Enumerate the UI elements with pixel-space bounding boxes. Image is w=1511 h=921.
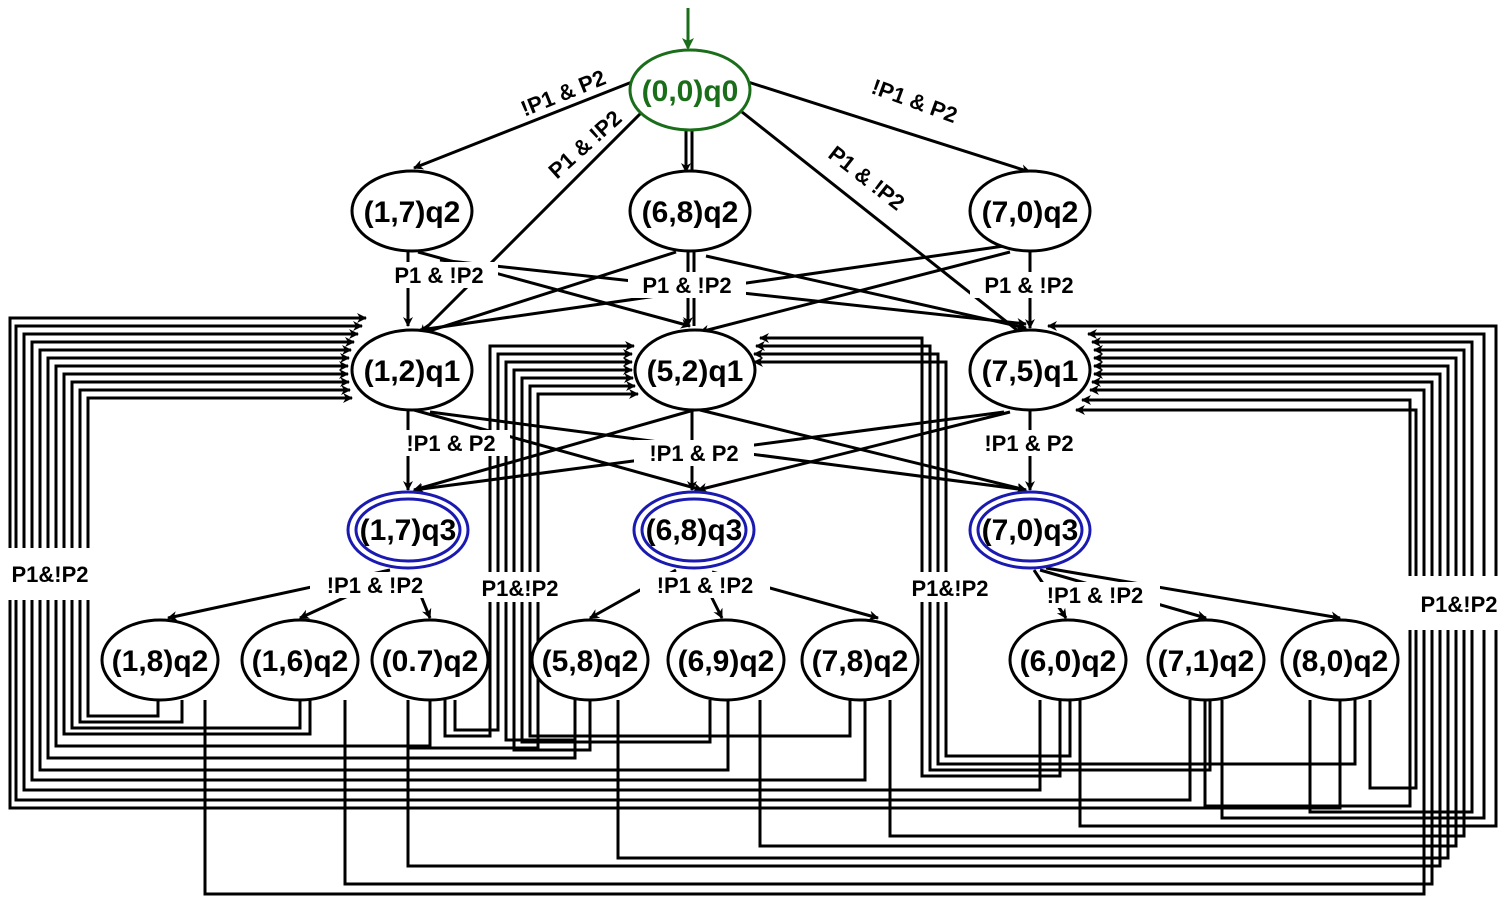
node-69q2: (6,9)q2 <box>666 618 786 702</box>
edge-label: !P1 & P2 <box>517 65 609 122</box>
node-label: (0.7)q2 <box>382 645 479 678</box>
node-label: (1,8)q2 <box>112 645 209 678</box>
node-label: (5,2)q1 <box>647 355 744 388</box>
node-78q2: (7,8)q2 <box>800 618 920 702</box>
node-17q2: (1,7)q2 <box>350 169 474 253</box>
node-label: (6,9)q2 <box>678 645 775 678</box>
node-07q2: (0.7)q2 <box>370 618 490 702</box>
node-80q2: (8,0)q2 <box>1280 618 1400 702</box>
node-label: (6,8)q3 <box>646 514 743 547</box>
edge-label: !P1 & !P2 <box>327 573 424 598</box>
node-label: (5,8)q2 <box>542 645 639 678</box>
edge-label: !P1 & P2 <box>649 441 738 466</box>
node-58q2: (5,8)q2 <box>530 618 650 702</box>
node-label: (1,7)q3 <box>360 514 457 547</box>
edge-label: P1&!P2 <box>11 562 88 587</box>
edge-labels: !P1 & P2 P1 & !P2 !P1 & P2 P1 & !P2 P1 &… <box>0 65 1511 630</box>
node-52q1: (5,2)q1 <box>633 328 757 412</box>
node-12q1: (1,2)q1 <box>350 328 474 412</box>
node-label: (7,1)q2 <box>1158 645 1255 678</box>
node-70q3: (7,0)q3 <box>968 490 1092 570</box>
node-label: (0,0)q0 <box>642 75 739 108</box>
node-label: (7,8)q2 <box>812 645 909 678</box>
edge-label: P1 & !P2 <box>543 105 626 183</box>
loop-wires <box>8 313 1498 896</box>
node-68q3: (6,8)q3 <box>632 490 756 570</box>
node-label: (6,8)q2 <box>642 196 739 229</box>
edge-label: !P1 & P2 <box>868 74 960 128</box>
edge-label: !P1 & P2 <box>984 431 1073 456</box>
edge-label: !P1 & P2 <box>406 431 495 456</box>
edge-label: P1 & !P2 <box>824 141 910 216</box>
node-label: (1,2)q1 <box>364 355 461 388</box>
edge-label: !P1 & !P2 <box>1047 583 1144 608</box>
node-00q0: (0,0)q0 <box>628 48 752 132</box>
node-75q1: (7,5)q1 <box>968 328 1092 412</box>
node-label: (7,0)q2 <box>982 196 1079 229</box>
node-18q2: (1,8)q2 <box>100 618 220 702</box>
node-label: (6,0)q2 <box>1020 645 1117 678</box>
node-70q2: (7,0)q2 <box>968 169 1092 253</box>
node-16q2: (1,6)q2 <box>240 618 360 702</box>
node-label: (7,5)q1 <box>982 355 1079 388</box>
edge-label: P1&!P2 <box>911 576 988 601</box>
edge-label: P1 & !P2 <box>394 263 483 288</box>
node-71q2: (7,1)q2 <box>1146 618 1266 702</box>
edge-label: P1 & !P2 <box>642 273 731 298</box>
node-label: (1,7)q2 <box>364 196 461 229</box>
edge-label: P1&!P2 <box>1420 592 1497 617</box>
node-label: (1,6)q2 <box>252 645 349 678</box>
node-label: (8,0)q2 <box>1292 645 1389 678</box>
edge-label: P1 & !P2 <box>984 273 1073 298</box>
node-68q2: (6,8)q2 <box>628 169 752 253</box>
node-17q3: (1,7)q3 <box>346 490 470 570</box>
edge-label: P1&!P2 <box>481 576 558 601</box>
node-label: (7,0)q3 <box>982 514 1079 547</box>
node-60q2: (6,0)q2 <box>1008 618 1128 702</box>
edge-label: !P1 & !P2 <box>657 573 754 598</box>
